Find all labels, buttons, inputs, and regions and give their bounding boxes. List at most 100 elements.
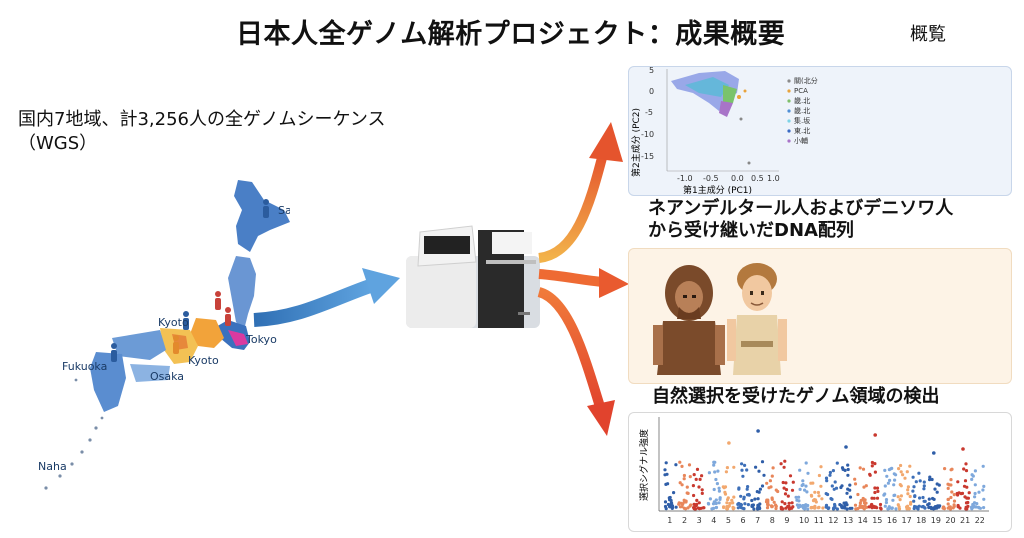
denisovan-figure (727, 263, 787, 375)
manhattan-point (685, 485, 689, 489)
manhattan-point (870, 506, 874, 510)
manhattan-peak-point (873, 433, 877, 437)
manhattan-point (858, 504, 862, 508)
manhattan-point (686, 491, 690, 495)
manhattan-point (973, 495, 977, 499)
pca-xtick: 0.0 (731, 174, 744, 183)
manhattan-point (981, 464, 985, 468)
manhattan-point (782, 465, 786, 469)
manhattan-point (717, 501, 721, 505)
manhattan-point (692, 473, 696, 477)
manhattan-point (898, 483, 902, 487)
manhattan-point (714, 498, 718, 502)
manhattan-point (899, 463, 903, 468)
manhattan-point (884, 498, 889, 502)
manhattan-point (963, 479, 968, 483)
chromosome-label: 9 (784, 516, 789, 525)
manhattan-point (933, 506, 937, 510)
archaic-caption-line-1: ネアンデルタール人およびデニソワ人 (648, 198, 954, 219)
manhattan-point (746, 485, 750, 489)
manhattan-point (828, 473, 832, 477)
manhattan-ylabel: 選択シグナル強度 (638, 429, 650, 501)
chromosome-label: 10 (799, 516, 809, 525)
manhattan-point (787, 507, 791, 511)
intro-text: 国内7地域、計3,256人の全ゲノムシーケンス （WGS） (18, 108, 448, 156)
manhattan-point (898, 498, 902, 502)
manhattan-point (674, 505, 678, 509)
manhattan-point (927, 505, 931, 509)
kyushu-region (90, 352, 126, 412)
pca-panel: 第2主成分 (PC2) 5 0 -5 -10 -15 -1.0 -0.5 0.0… (628, 66, 1012, 196)
pca-ytick: 0 (649, 87, 654, 96)
manhattan-point (741, 474, 745, 478)
manhattan-point (694, 503, 698, 507)
manhattan-point (966, 496, 970, 500)
manhattan-point (771, 466, 775, 470)
manhattan-point (787, 501, 791, 505)
person-icon-tohoku (215, 291, 221, 310)
manhattan-point (813, 490, 817, 494)
manhattan-point (717, 486, 721, 490)
manhattan-point (700, 488, 704, 492)
chromosome-label: 3 (697, 516, 702, 525)
manhattan-point (923, 499, 927, 503)
manhattan-point (760, 460, 765, 464)
neanderthal-figure (653, 265, 725, 375)
manhattan-point (824, 505, 829, 509)
manhattan-point (862, 498, 866, 502)
manhattan-point (716, 469, 720, 473)
manhattan-point (700, 491, 704, 495)
manhattan-point (966, 500, 970, 505)
manhattan-point (962, 467, 966, 471)
chromosome-label: 18 (916, 516, 926, 525)
manhattan-point (918, 496, 922, 500)
manhattan-point (899, 494, 903, 498)
manhattan-point (722, 505, 726, 509)
manhattan-point (706, 501, 710, 506)
manhattan-point (692, 493, 696, 498)
manhattan-point (973, 491, 977, 496)
manhattan-point (772, 500, 776, 504)
manhattan-point (665, 472, 669, 476)
manhattan-point (858, 501, 862, 505)
manhattan-point (732, 465, 736, 469)
manhattan-point (715, 482, 719, 486)
manhattan-point (783, 502, 787, 506)
manhattan-point (846, 463, 850, 467)
pca-legend-item: PCA (794, 87, 808, 95)
manhattan-point (784, 481, 788, 485)
manhattan-point (935, 490, 939, 494)
manhattan-point (727, 504, 731, 508)
manhattan-point (918, 479, 922, 483)
manhattan-point (906, 504, 910, 508)
manhattan-point (762, 473, 766, 477)
person-icon-fukuoka (111, 343, 117, 362)
chromosome-label: 15 (872, 516, 882, 525)
manhattan-point (911, 475, 915, 479)
manhattan-point (816, 490, 820, 495)
chromosome-label: 17 (902, 516, 912, 525)
manhattan-point (698, 477, 702, 481)
pca-xtick: -1.0 (677, 174, 693, 183)
manhattan-point (892, 483, 896, 487)
manhattan-point (888, 478, 892, 482)
manhattan-point (977, 505, 981, 509)
manhattan-point (879, 507, 883, 511)
arrow-to-pca (538, 152, 608, 263)
manhattan-point (687, 463, 692, 467)
manhattan-point (873, 486, 877, 490)
manhattan-point (883, 468, 887, 472)
manhattan-point (853, 503, 858, 507)
manhattan-point (726, 496, 730, 500)
manhattan-point (830, 484, 834, 488)
manhattan-point (819, 484, 823, 488)
manhattan-point (903, 476, 907, 480)
manhattan-point (765, 498, 769, 502)
manhattan-point (692, 506, 696, 510)
manhattan-point (899, 470, 903, 474)
manhattan-point (801, 504, 805, 508)
manhattan-point (893, 478, 897, 482)
manhattan-point (943, 467, 947, 471)
manhattan-point (809, 493, 813, 497)
